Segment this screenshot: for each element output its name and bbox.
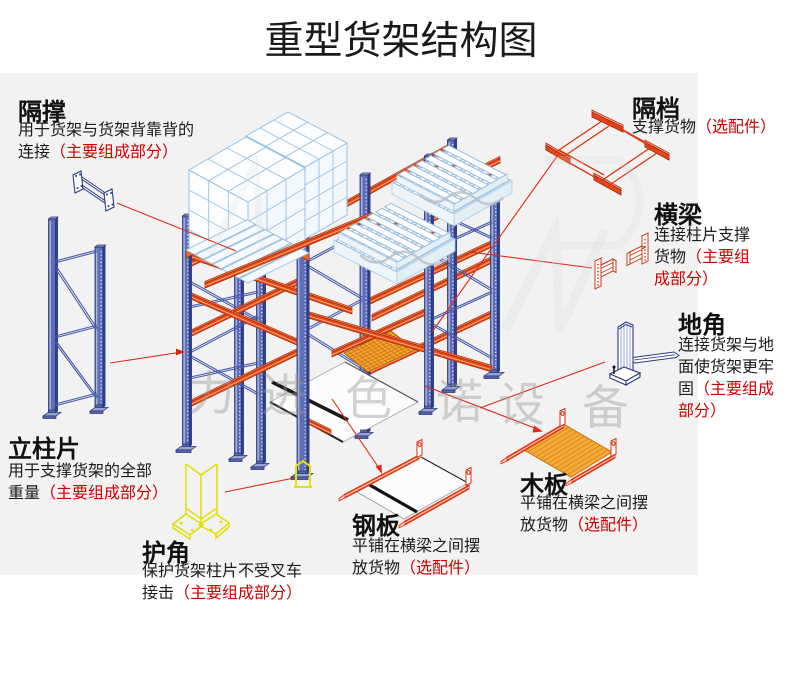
svg-text:力: 力 <box>188 367 235 420</box>
svg-text:设: 设 <box>498 378 545 431</box>
svg-text:色: 色 <box>345 372 392 425</box>
svg-text:进: 进 <box>261 369 308 422</box>
svg-text:备: 备 <box>582 381 629 434</box>
svg-text:诺: 诺 <box>436 375 483 428</box>
